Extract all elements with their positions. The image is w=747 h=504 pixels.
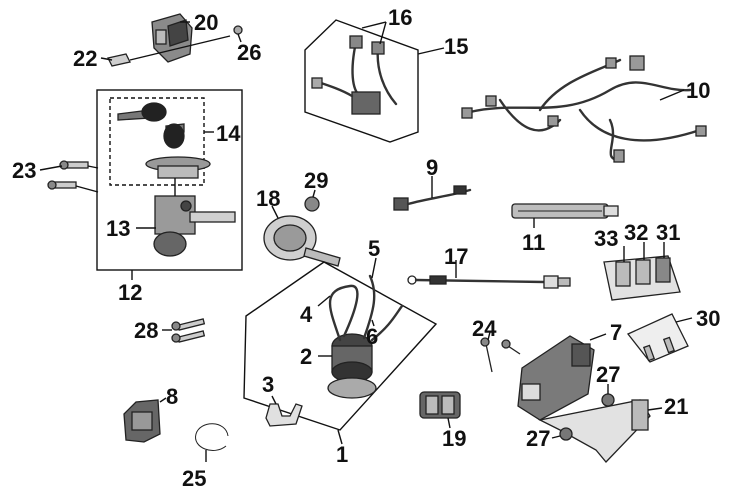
part-7-ignition-coil [517,335,595,421]
callout-19: 19 [442,426,466,451]
callout-27-upper: 27 [596,362,620,387]
part-23-bolts [47,160,89,190]
callout-24: 24 [472,316,497,341]
callout-15: 15 [444,34,468,59]
part-19-cap [419,391,461,419]
callout-9: 9 [426,155,438,180]
callout-11: 11 [522,230,545,255]
callout-13: 13 [106,216,130,241]
part-20-switch [151,13,193,63]
part-24-bolts [480,337,521,373]
callout-22: 22 [73,46,97,71]
callout-6: 6 [366,324,378,349]
part-25-ring-clip [195,423,229,451]
callout-29: 29 [304,168,328,193]
part-21-bracket [538,399,651,463]
callout-27-lower: 27 [526,426,550,451]
callout-31: 31 [656,220,680,245]
part-9-sensor-lead [393,185,472,211]
callout-3: 3 [262,372,274,397]
callout-8: 8 [166,384,178,409]
callout-2: 2 [300,344,312,369]
callout-33: 33 [594,226,618,251]
part-2-coil-cap [327,333,377,399]
part-16-relay [311,35,398,115]
part-14-keys [117,102,211,179]
part-30-blade-fuse [626,313,689,363]
callout-10: 10 [686,78,710,103]
part-27-nut-lower [559,427,573,441]
part-11-fuse-strip [511,203,619,219]
part-3-bracket [265,403,303,427]
callout-28: 28 [134,318,158,343]
part-22-plate [107,53,131,67]
callout-14: 14 [216,121,241,146]
callout-25: 25 [182,466,206,491]
callout-12: 12 [118,280,142,305]
part-13-lock-body [153,178,236,257]
callout-18: 18 [256,186,280,211]
callout-32: 32 [624,220,648,245]
part-27-nut-upper [601,393,615,407]
callout-30: 30 [696,306,720,331]
part-14-dashed-frame [109,97,205,186]
part-4-5-6-wires [328,274,404,342]
part-12-frame [96,89,243,271]
part-8-clip [123,399,161,443]
callout-26: 26 [237,40,261,65]
part-10-wiring-harness [461,55,707,163]
callout-7: 7 [610,320,622,345]
part-1-frame [243,261,438,431]
callout-4: 4 [300,302,313,327]
part-18-horn [263,215,341,267]
callout-16: 16 [388,5,412,30]
callout-20: 20 [194,10,218,35]
part-31-33-fuse-holder [603,255,681,301]
part-28-bolts [171,318,206,343]
callout-5: 5 [368,236,380,261]
callout-23: 23 [12,158,36,183]
part-15-frame [304,19,419,143]
callout-1: 1 [336,442,348,467]
part-26-screw [233,25,243,43]
part-29-nut [304,196,320,212]
callout-21: 21 [664,394,688,419]
part-17-cable [407,275,571,289]
callout-17: 17 [444,244,468,269]
